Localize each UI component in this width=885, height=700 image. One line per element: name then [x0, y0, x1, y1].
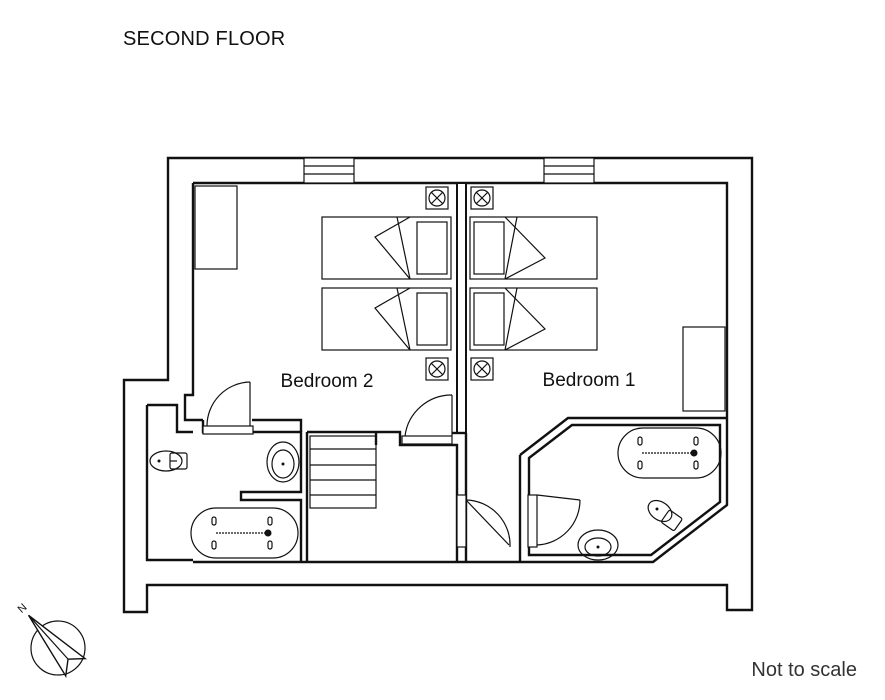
window-bedroom-2	[303, 157, 355, 184]
outer-walls	[122, 156, 754, 614]
bed-1-bedroom-2	[321, 216, 452, 280]
compass-north-label: N	[16, 601, 30, 615]
bathtub-icon	[617, 427, 722, 479]
scale-note: Not to scale	[751, 659, 857, 681]
bathtub-icon	[190, 507, 299, 559]
bedside-lamp-icon	[470, 186, 494, 210]
wardrobe-bedroom-2	[194, 185, 238, 270]
window-bedroom-1	[543, 157, 595, 184]
bed-2-bedroom-2	[321, 287, 452, 351]
washbasin-icon	[266, 441, 300, 483]
washbasin-icon	[577, 529, 619, 561]
door-landing	[456, 494, 511, 548]
bed-2-bedroom-1	[469, 287, 598, 351]
door-bedroom-1	[401, 394, 453, 445]
bed-1-bedroom-1	[469, 216, 598, 280]
staircase	[309, 435, 377, 509]
wardrobe-bedroom-1	[682, 326, 726, 412]
room-label-bedroom-2: Bedroom 2	[281, 371, 374, 392]
bedside-lamp-icon	[425, 357, 449, 381]
door-ensuite	[527, 494, 581, 548]
toilet-icon	[647, 499, 683, 531]
toilet-icon	[149, 450, 188, 472]
bedside-lamp-icon	[425, 186, 449, 210]
bedside-lamp-icon	[470, 357, 494, 381]
floor-title: SECOND FLOOR	[123, 28, 286, 50]
door-bedroom-2	[202, 381, 254, 435]
room-label-bedroom-1: Bedroom 1	[543, 370, 636, 391]
compass-icon: N	[16, 601, 88, 679]
